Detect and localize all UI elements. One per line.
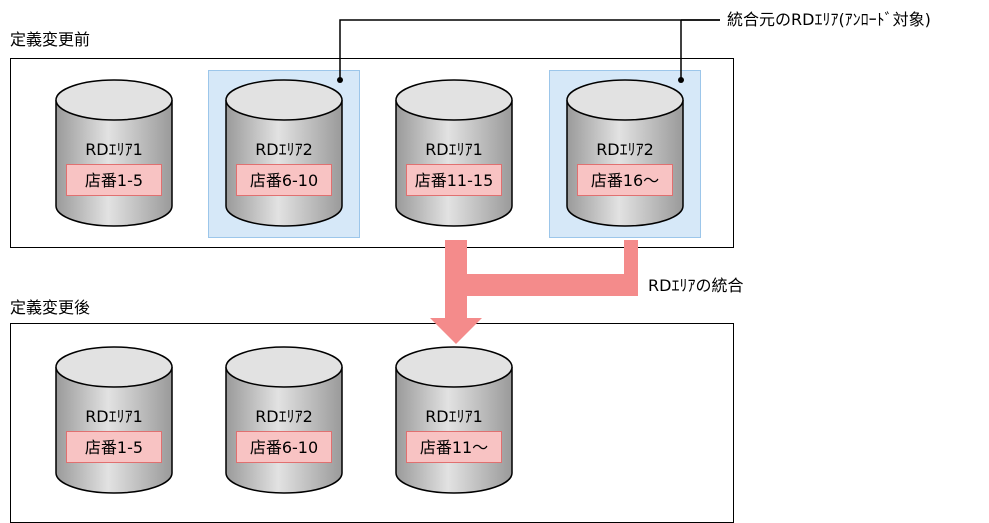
rd-area-cylinder: RDｴﾘｱ1 店番11～ xyxy=(394,345,514,495)
shop-range-label: 店番6-10 xyxy=(236,164,332,196)
after-title: 定義変更後 xyxy=(10,298,91,317)
rd-area-cylinder: RDｴﾘｱ2 店番6-10 xyxy=(224,78,344,228)
merge-arrow xyxy=(430,240,638,344)
rd-area-cylinder: RDｴﾘｱ1 店番1-5 xyxy=(54,345,174,495)
rd-area-name: RDｴﾘｱ1 xyxy=(85,140,143,159)
rd-area-name: RDｴﾘｱ1 xyxy=(85,407,143,426)
rd-area-name: RDｴﾘｱ1 xyxy=(425,407,483,426)
callout-label: 統合元のRDｴﾘｱ(ｱﾝﾛｰﾄﾞ対象) xyxy=(727,10,931,29)
shop-range-label: 店番1-5 xyxy=(66,164,162,196)
connector-layer xyxy=(337,19,720,344)
rd-area-name: RDｴﾘｱ2 xyxy=(255,407,313,426)
rd-area-name: RDｴﾘｱ2 xyxy=(596,140,654,159)
callout-dot xyxy=(337,77,343,83)
rd-area-name: RDｴﾘｱ1 xyxy=(425,140,483,159)
merge-label: RDｴﾘｱの統合 xyxy=(648,276,744,295)
rd-area-cylinder: RDｴﾘｱ2 店番16～ xyxy=(565,78,685,228)
rd-area-cylinder: RDｴﾘｱ1 店番11-15 xyxy=(394,78,514,228)
before-title: 定義変更前 xyxy=(10,30,91,49)
callout-line xyxy=(339,19,720,80)
shop-range-label: 店番1-5 xyxy=(66,431,162,463)
shop-range-label: 店番16～ xyxy=(577,164,673,196)
rd-area-merge-diagram: 定義変更前 定義変更後 RDｴﾘｱ1 店番1-5 RDｴﾘｱ2 店番6-10 R… xyxy=(10,10,931,523)
shop-range-label: 店番6-10 xyxy=(236,431,332,463)
shop-range-label: 店番11-15 xyxy=(406,164,502,196)
callout-dot xyxy=(678,77,684,83)
shop-range-label: 店番11～ xyxy=(406,431,502,463)
rd-area-name: RDｴﾘｱ2 xyxy=(255,140,313,159)
rd-area-cylinder: RDｴﾘｱ2 店番6-10 xyxy=(224,345,344,495)
rd-area-cylinder: RDｴﾘｱ1 店番1-5 xyxy=(54,78,174,228)
